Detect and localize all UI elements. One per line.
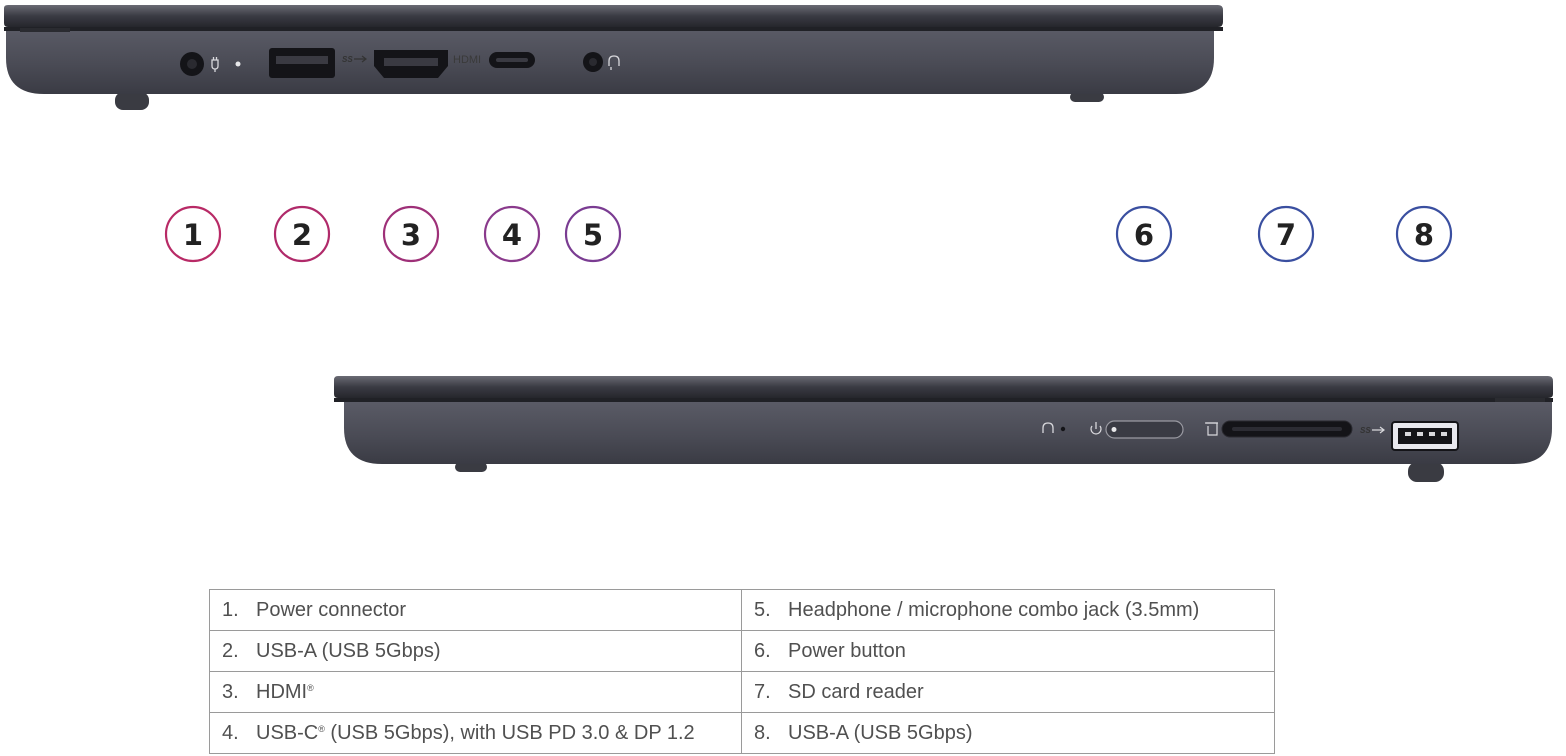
table-row: 3.HDMI® 7.SD card reader xyxy=(209,671,1275,713)
table-cell: 1.Power connector xyxy=(209,589,742,631)
svg-text:6: 6 xyxy=(1134,218,1154,252)
laptop-lid xyxy=(4,5,1223,27)
table-cell: 7.SD card reader xyxy=(741,671,1275,713)
power-icon xyxy=(1090,422,1102,435)
table-row: 4.USB-C® (USB 5Gbps), with USB PD 3.0 & … xyxy=(209,712,1275,754)
table-cell: 2.USB-A (USB 5Gbps) xyxy=(209,630,742,672)
table-cell: 8.USB-A (USB 5Gbps) xyxy=(741,712,1275,754)
table-cell: 6.Power button xyxy=(741,630,1275,672)
svg-text:SS: SS xyxy=(1360,426,1371,435)
laptop-left-side: SS HDMI xyxy=(4,5,1223,110)
rubber-foot xyxy=(115,92,149,110)
charging-led xyxy=(235,61,241,67)
laptop-right-side: SS xyxy=(334,376,1553,482)
svg-text:1: 1 xyxy=(183,218,203,252)
laptop-base xyxy=(344,402,1552,464)
rubber-foot xyxy=(455,462,487,472)
callout-3: 3 xyxy=(382,205,440,263)
callout-5: 5 xyxy=(564,205,622,263)
table-cell: 3.HDMI® xyxy=(209,671,742,713)
svg-text:7: 7 xyxy=(1276,218,1296,252)
superspeed-usb-icon: SS xyxy=(342,55,367,64)
callout-6: 6 xyxy=(1115,205,1173,263)
svg-text:3: 3 xyxy=(401,218,421,252)
table-row: 2.USB-A (USB 5Gbps) 6.Power button xyxy=(209,630,1275,672)
svg-text:SS: SS xyxy=(342,55,353,64)
power-plug-icon xyxy=(211,57,219,72)
svg-text:2: 2 xyxy=(292,218,312,252)
table-cell: 5.Headphone / microphone combo jack (3.5… xyxy=(741,589,1275,631)
leader-lines xyxy=(192,62,1425,430)
callout-2: 2 xyxy=(273,205,331,263)
callout-8: 8 xyxy=(1395,205,1453,263)
svg-text:4: 4 xyxy=(502,218,522,252)
svg-text:5: 5 xyxy=(583,218,603,252)
table-cell: 4.USB-C® (USB 5Gbps), with USB PD 3.0 & … xyxy=(209,712,742,754)
laptop-lid xyxy=(334,376,1553,398)
headset-icon xyxy=(608,55,620,70)
sd-card-icon xyxy=(1205,422,1218,436)
table-row: 1.Power connector 5.Headphone / micropho… xyxy=(209,589,1275,631)
ports-legend-table: 1.Power connector 5.Headphone / micropho… xyxy=(209,589,1275,754)
hdmi-label: HDMI xyxy=(453,54,481,66)
callout-7: 7 xyxy=(1257,205,1315,263)
status-led xyxy=(1060,426,1066,432)
callout-1: 1 xyxy=(164,205,222,263)
rubber-foot xyxy=(1408,462,1444,482)
callout-4: 4 xyxy=(483,205,541,263)
headset-icon xyxy=(1042,422,1054,433)
rubber-foot xyxy=(1070,92,1104,102)
svg-text:8: 8 xyxy=(1414,218,1434,252)
superspeed-usb-icon: SS xyxy=(1360,426,1385,435)
